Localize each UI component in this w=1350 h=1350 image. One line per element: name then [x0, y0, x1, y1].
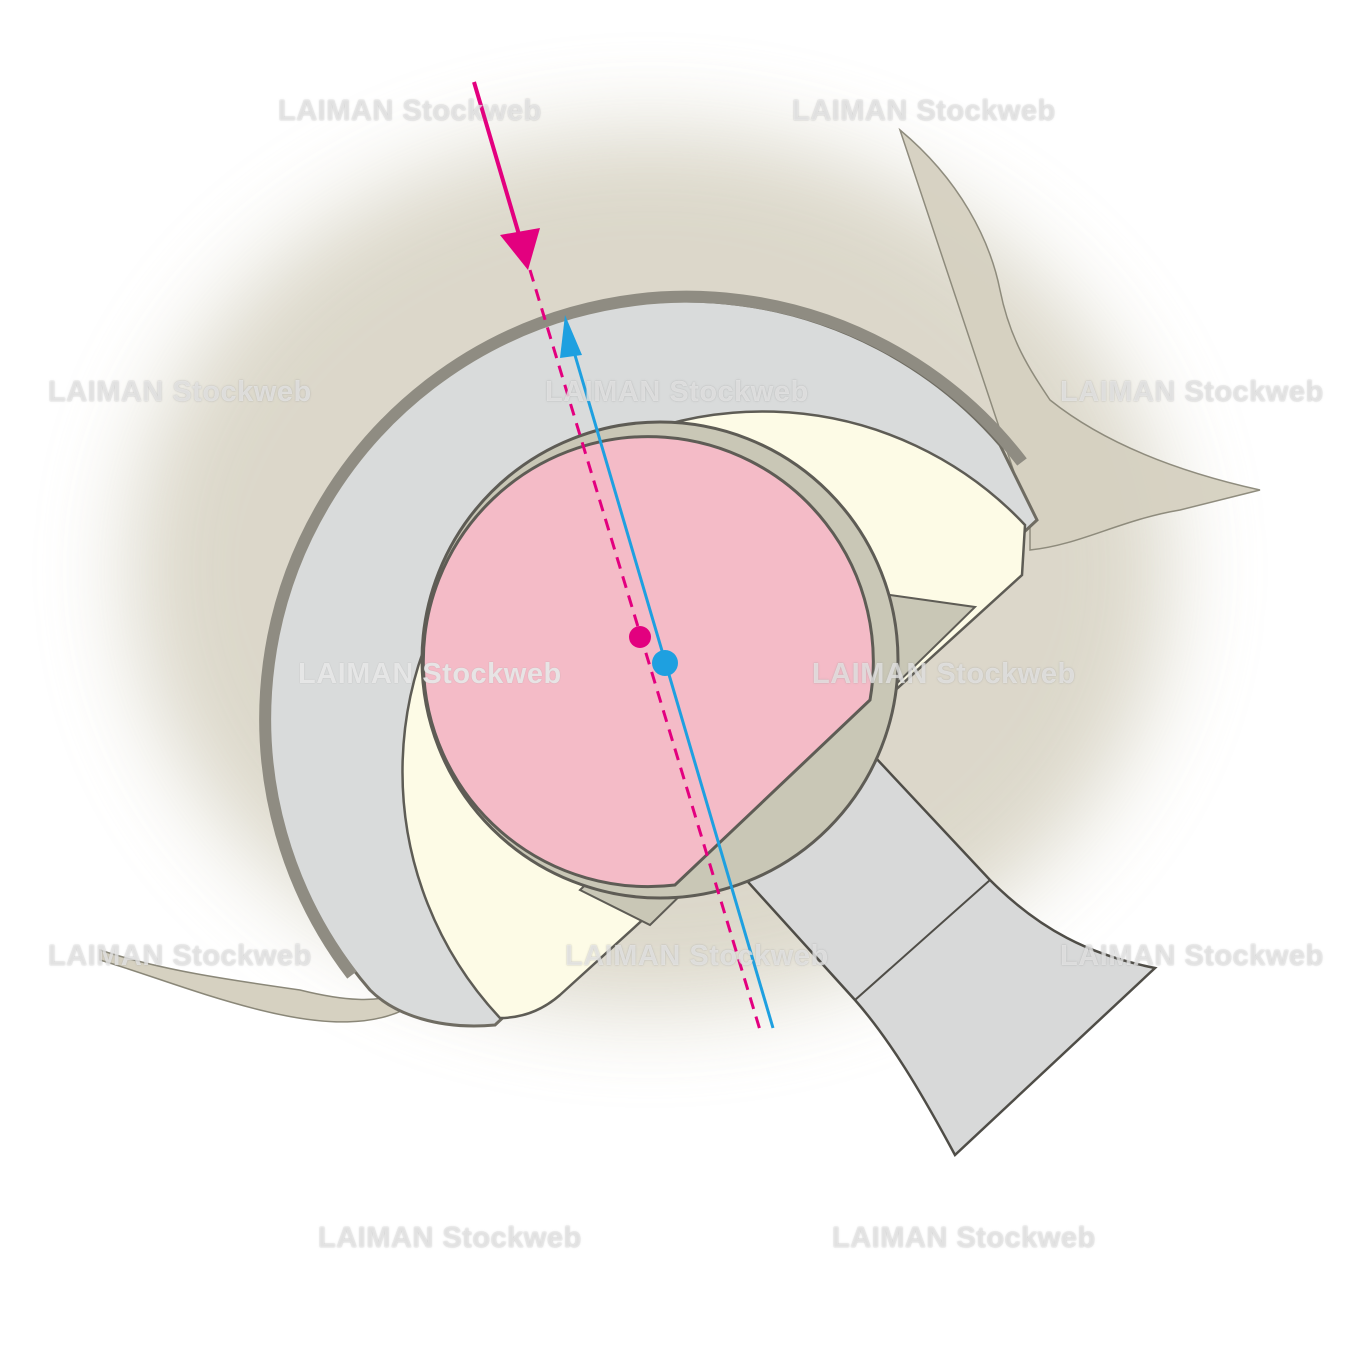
acetabular-cup-rim	[259, 290, 1027, 979]
watermark: LAIMAN Stockweb	[318, 1222, 582, 1254]
watermark: LAIMAN Stockweb	[48, 376, 312, 408]
watermark: LAIMAN Stockweb	[1060, 376, 1324, 408]
watermark: LAIMAN Stockweb	[298, 658, 562, 690]
blue-axis-line	[570, 344, 775, 1029]
watermark: LAIMAN Stockweb	[812, 658, 1076, 690]
magenta-center-point	[629, 626, 651, 648]
watermark: LAIMAN Stockweb	[48, 940, 312, 972]
watermark: LAIMAN Stockweb	[565, 940, 829, 972]
arrow-up-left-icon	[560, 315, 582, 358]
watermark: LAIMAN Stockweb	[1060, 940, 1324, 972]
blue-center-point	[652, 650, 678, 676]
magenta-axis-line	[528, 269, 762, 1031]
watermark: LAIMAN Stockweb	[832, 1222, 1096, 1254]
watermark: LAIMAN Stockweb	[278, 95, 542, 127]
arrow-down-right-icon	[472, 81, 540, 270]
watermark: LAIMAN Stockweb	[792, 95, 1056, 127]
stem-collar-line	[854, 879, 991, 1001]
watermark: LAIMAN Stockweb	[545, 376, 809, 408]
